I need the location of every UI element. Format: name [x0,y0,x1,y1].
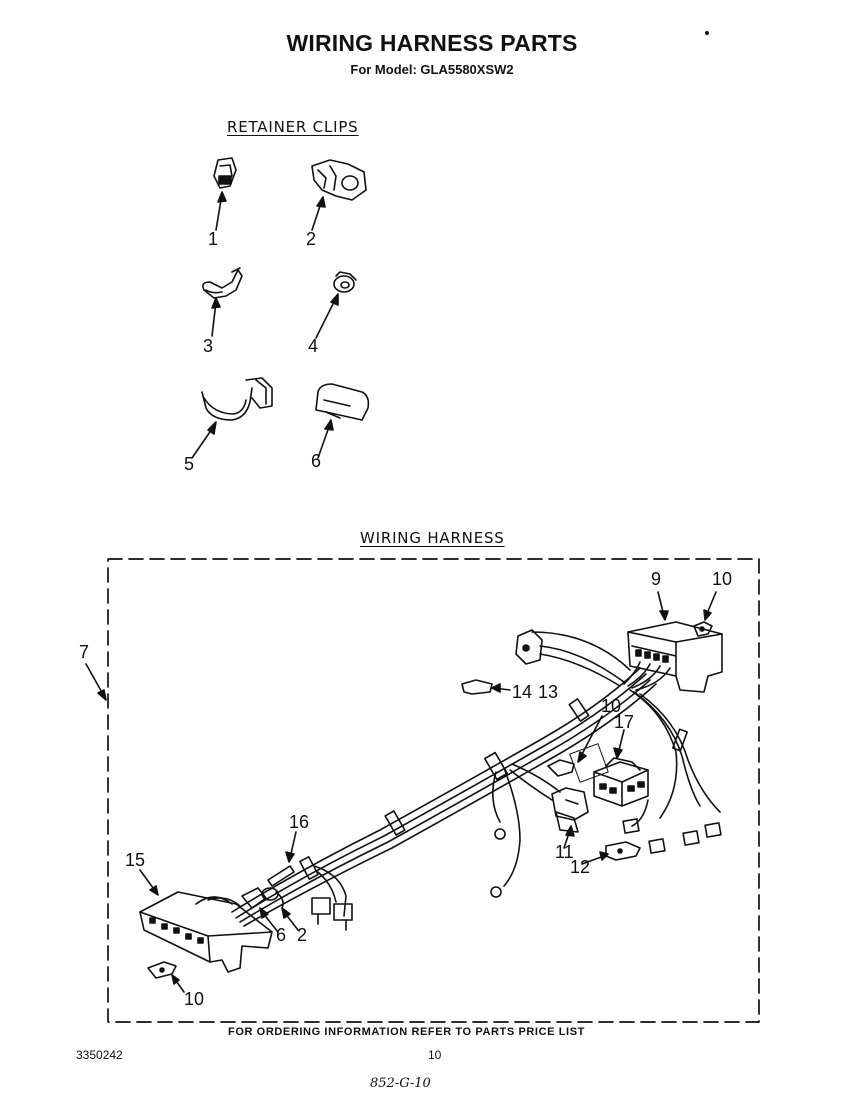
callout-clip-6: 6 [311,451,322,471]
callout-2-harness: 2 [297,925,308,945]
wiring-harness-heading: WIRING HARNESS [360,529,505,547]
terminal-10-mid-icon [547,715,609,783]
document-number: 3350242 [76,1048,123,1062]
part-16-wrap-icon [267,831,297,887]
callout-10-mid: 10 [601,696,622,716]
callout-clip-4: 4 [308,336,319,356]
part-13-bracket-icon [515,629,631,687]
callout-clip-3: 3 [203,336,214,356]
retainer-clip-6-icon [315,383,370,459]
handwritten-code: 852-G-10 [370,1076,431,1091]
callout-10-bottom: 10 [184,989,205,1009]
retainer-clips-heading: RETAINER CLIPS [227,118,359,136]
callout-10-top: 10 [712,569,733,589]
callout-clip-2: 2 [306,229,317,249]
terminal-14-icon [461,679,511,695]
retainer-clip-4-icon [315,271,357,339]
part-11-connector-icon [551,787,589,849]
part-12-terminal-icon [581,841,641,865]
callout-12: 12 [570,857,591,877]
callout-clip-5: 5 [184,454,195,474]
callout-11: 11 [555,842,574,862]
ordering-note: FOR ORDERING INFORMATION REFER TO PARTS … [228,1026,585,1038]
callout-16: 16 [289,812,310,832]
page-number: 10 [428,1048,442,1062]
callout-7: 7 [79,642,90,662]
harness-frame [107,558,760,1023]
harness-clip-2-icon [261,887,299,931]
callout-13: 13 [538,682,559,702]
retainer-clip-1-icon [213,157,237,231]
callout-clip-1: 1 [208,229,219,249]
model-subtitle: For Model: GLA5580XSW2 [350,62,514,77]
connector-9-block [627,591,723,693]
harness-clip-6-icon [241,887,279,933]
main-wire-bundle [231,667,657,927]
callout-14: 14 [512,682,533,702]
callout-17: 17 [614,712,635,732]
callout-6-harness: 6 [276,925,287,945]
callout-9: 9 [651,569,662,589]
terminal-10-top-icon [693,591,717,637]
page-title: WIRING HARNESS PARTS [286,30,578,56]
callout-15: 15 [125,850,146,870]
retainer-clip-3-icon [202,267,243,337]
terminal-10-bottom-icon [147,961,185,993]
retainer-clip-5-icon [191,377,273,459]
connector-17-block [593,729,649,807]
connector-15-block [139,869,273,973]
retainer-clip-2-icon [311,159,367,231]
